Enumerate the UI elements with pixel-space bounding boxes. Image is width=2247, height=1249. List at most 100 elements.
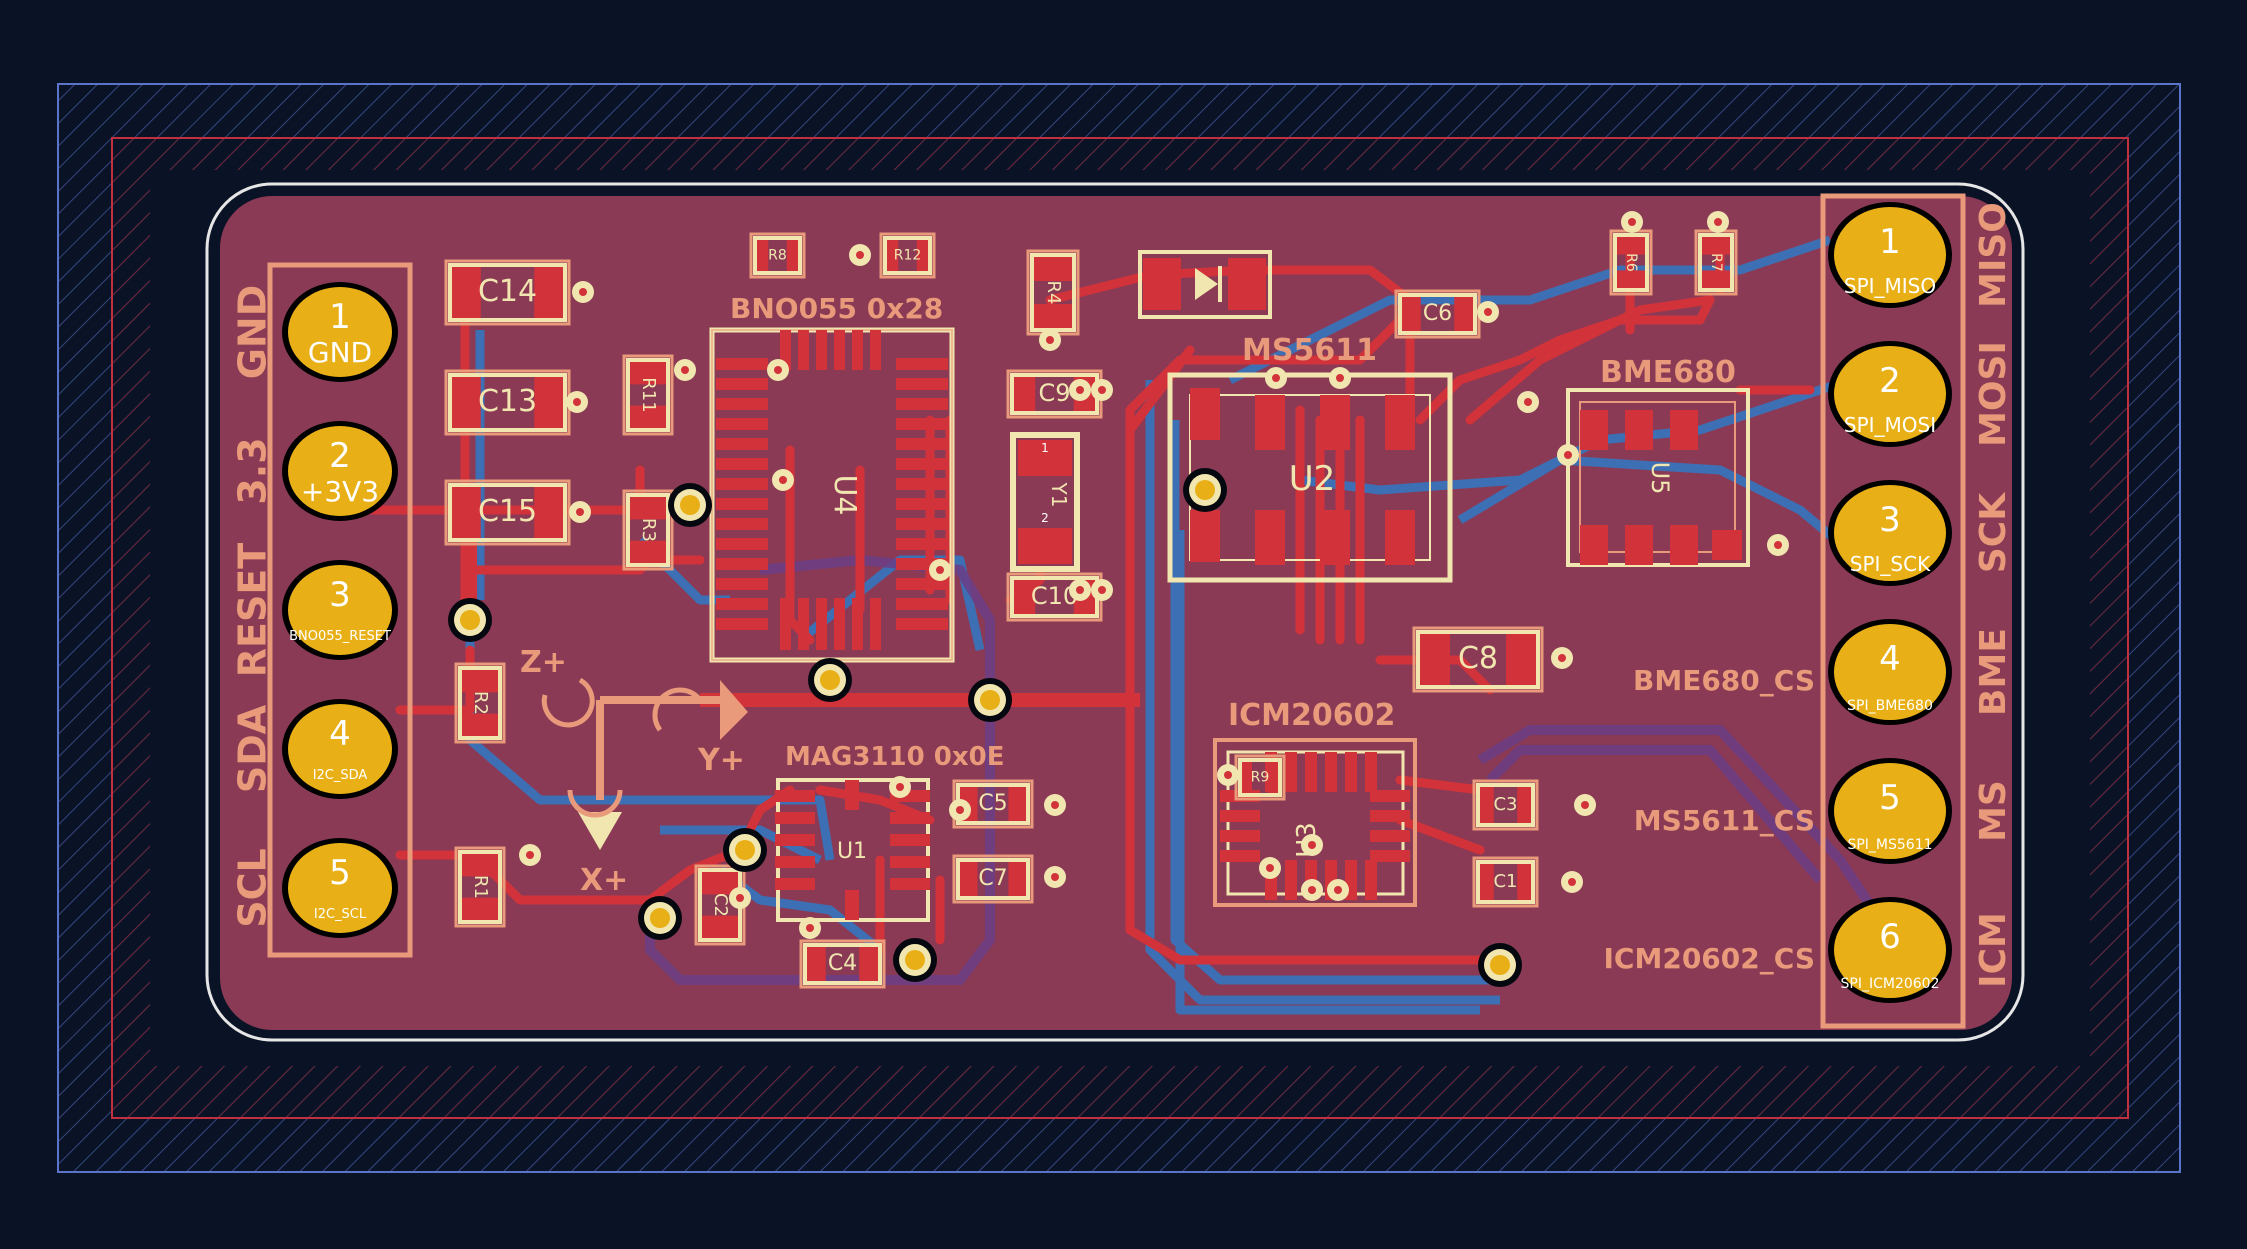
icm20602-pad [1220, 830, 1260, 842]
component-pad [1617, 270, 1645, 288]
component-r2[interactable]: R2 [454, 662, 506, 744]
mag3110-title: MAG3110 0x0E [785, 742, 1004, 772]
component-c4[interactable]: C4 [799, 939, 886, 989]
bno055-pad [896, 438, 948, 450]
diode-d1[interactable] [1138, 250, 1272, 319]
component-ref: C15 [478, 494, 537, 529]
component-ref: R1 [470, 875, 491, 899]
component-fab [448, 483, 567, 542]
via-ring [980, 690, 1000, 710]
inner-layer-traces [645, 555, 1885, 985]
via-hole [1714, 218, 1722, 226]
icm20602-pad [1370, 790, 1410, 802]
via-hole [1098, 386, 1106, 394]
mag3110-pad [890, 856, 930, 868]
component-r7[interactable]: R7 [1694, 229, 1738, 296]
component-c13[interactable]: C13 [444, 369, 571, 436]
pin-pad [288, 565, 392, 655]
bno055-pad [780, 598, 791, 650]
component-r9[interactable]: R9 [1234, 754, 1286, 801]
component-c15[interactable]: C15 [444, 479, 571, 546]
pin-pad [1834, 485, 1946, 581]
axis-z-label: Z+ [520, 645, 567, 680]
pin-number: 4 [329, 714, 351, 754]
component-pad [1014, 377, 1036, 411]
component-pad [1480, 864, 1494, 900]
via-hole [579, 288, 587, 296]
component-c7[interactable]: C7 [952, 854, 1034, 904]
pin-label: SCK [1973, 492, 2014, 573]
component-fab [626, 358, 670, 432]
mag3110-pad [775, 790, 815, 802]
mag3110-pad [845, 890, 859, 920]
component-ref: R4 [1043, 281, 1064, 305]
component-r1[interactable]: R1 [454, 846, 506, 928]
component-pad [1517, 787, 1531, 823]
bno055-chip[interactable]: U4 [709, 327, 955, 663]
diode-pad-k [1228, 258, 1266, 310]
component-r3[interactable]: R3 [622, 489, 674, 571]
component-pad [757, 240, 769, 271]
component-c6[interactable]: C6 [1394, 289, 1481, 339]
component-pad [1617, 237, 1645, 255]
bno055-pad [896, 358, 948, 370]
component-r11[interactable]: R11 [622, 354, 674, 436]
bno055-pad [834, 598, 845, 650]
component-pad [1702, 270, 1730, 288]
right-header-outline [1820, 193, 1966, 1029]
bno055-pad [716, 518, 768, 530]
component-ref: R12 [894, 248, 922, 264]
component-c8[interactable]: C8 [1412, 626, 1544, 693]
component-pad [807, 947, 826, 981]
component-r12[interactable]: R12 [879, 232, 936, 279]
component-c14[interactable]: C14 [444, 259, 571, 326]
component-c3[interactable]: C3 [1472, 779, 1539, 831]
ms5611-chip[interactable]: U2 [1167, 372, 1453, 583]
icm20602-pad [1305, 752, 1317, 792]
icm20602-pad [1285, 860, 1297, 900]
via-hole [956, 806, 964, 814]
icm20602-pad [1220, 850, 1260, 862]
via-hole [1774, 541, 1782, 549]
component-r8[interactable]: R8 [749, 232, 806, 279]
crystal-pin2: 2 [1041, 511, 1049, 525]
via-hole [1076, 586, 1084, 594]
component-r6[interactable]: R6 [1609, 229, 1653, 296]
via-ring [1195, 480, 1215, 500]
bme680-chip[interactable]: U5 [1566, 388, 1750, 567]
component-pad [1402, 297, 1421, 331]
bno055-pad [716, 358, 768, 370]
component-fab [1476, 783, 1535, 827]
pin-label: SDA [231, 704, 275, 793]
icm20602-pad [1370, 850, 1410, 862]
crystal-ref: Y1 [1047, 482, 1071, 508]
pin-number: 5 [1879, 778, 1901, 818]
component-ref: C1 [1493, 871, 1517, 892]
bno055-pad [816, 330, 827, 370]
component-c2[interactable]: C2 [694, 864, 746, 946]
pin-net: SPI_ICM20602 [1841, 976, 1940, 992]
pin-pad [1834, 624, 1946, 720]
bno055-pad [896, 418, 948, 430]
bno055-pad [852, 330, 863, 370]
component-c1[interactable]: C1 [1472, 856, 1539, 908]
pin-label: GND [231, 285, 275, 380]
crystal-y1[interactable]: 1 2 Y1 [1010, 432, 1080, 572]
ms5611-ref: U2 [1289, 459, 1336, 499]
bno055-pad [896, 538, 948, 550]
pin-pad [288, 704, 392, 794]
